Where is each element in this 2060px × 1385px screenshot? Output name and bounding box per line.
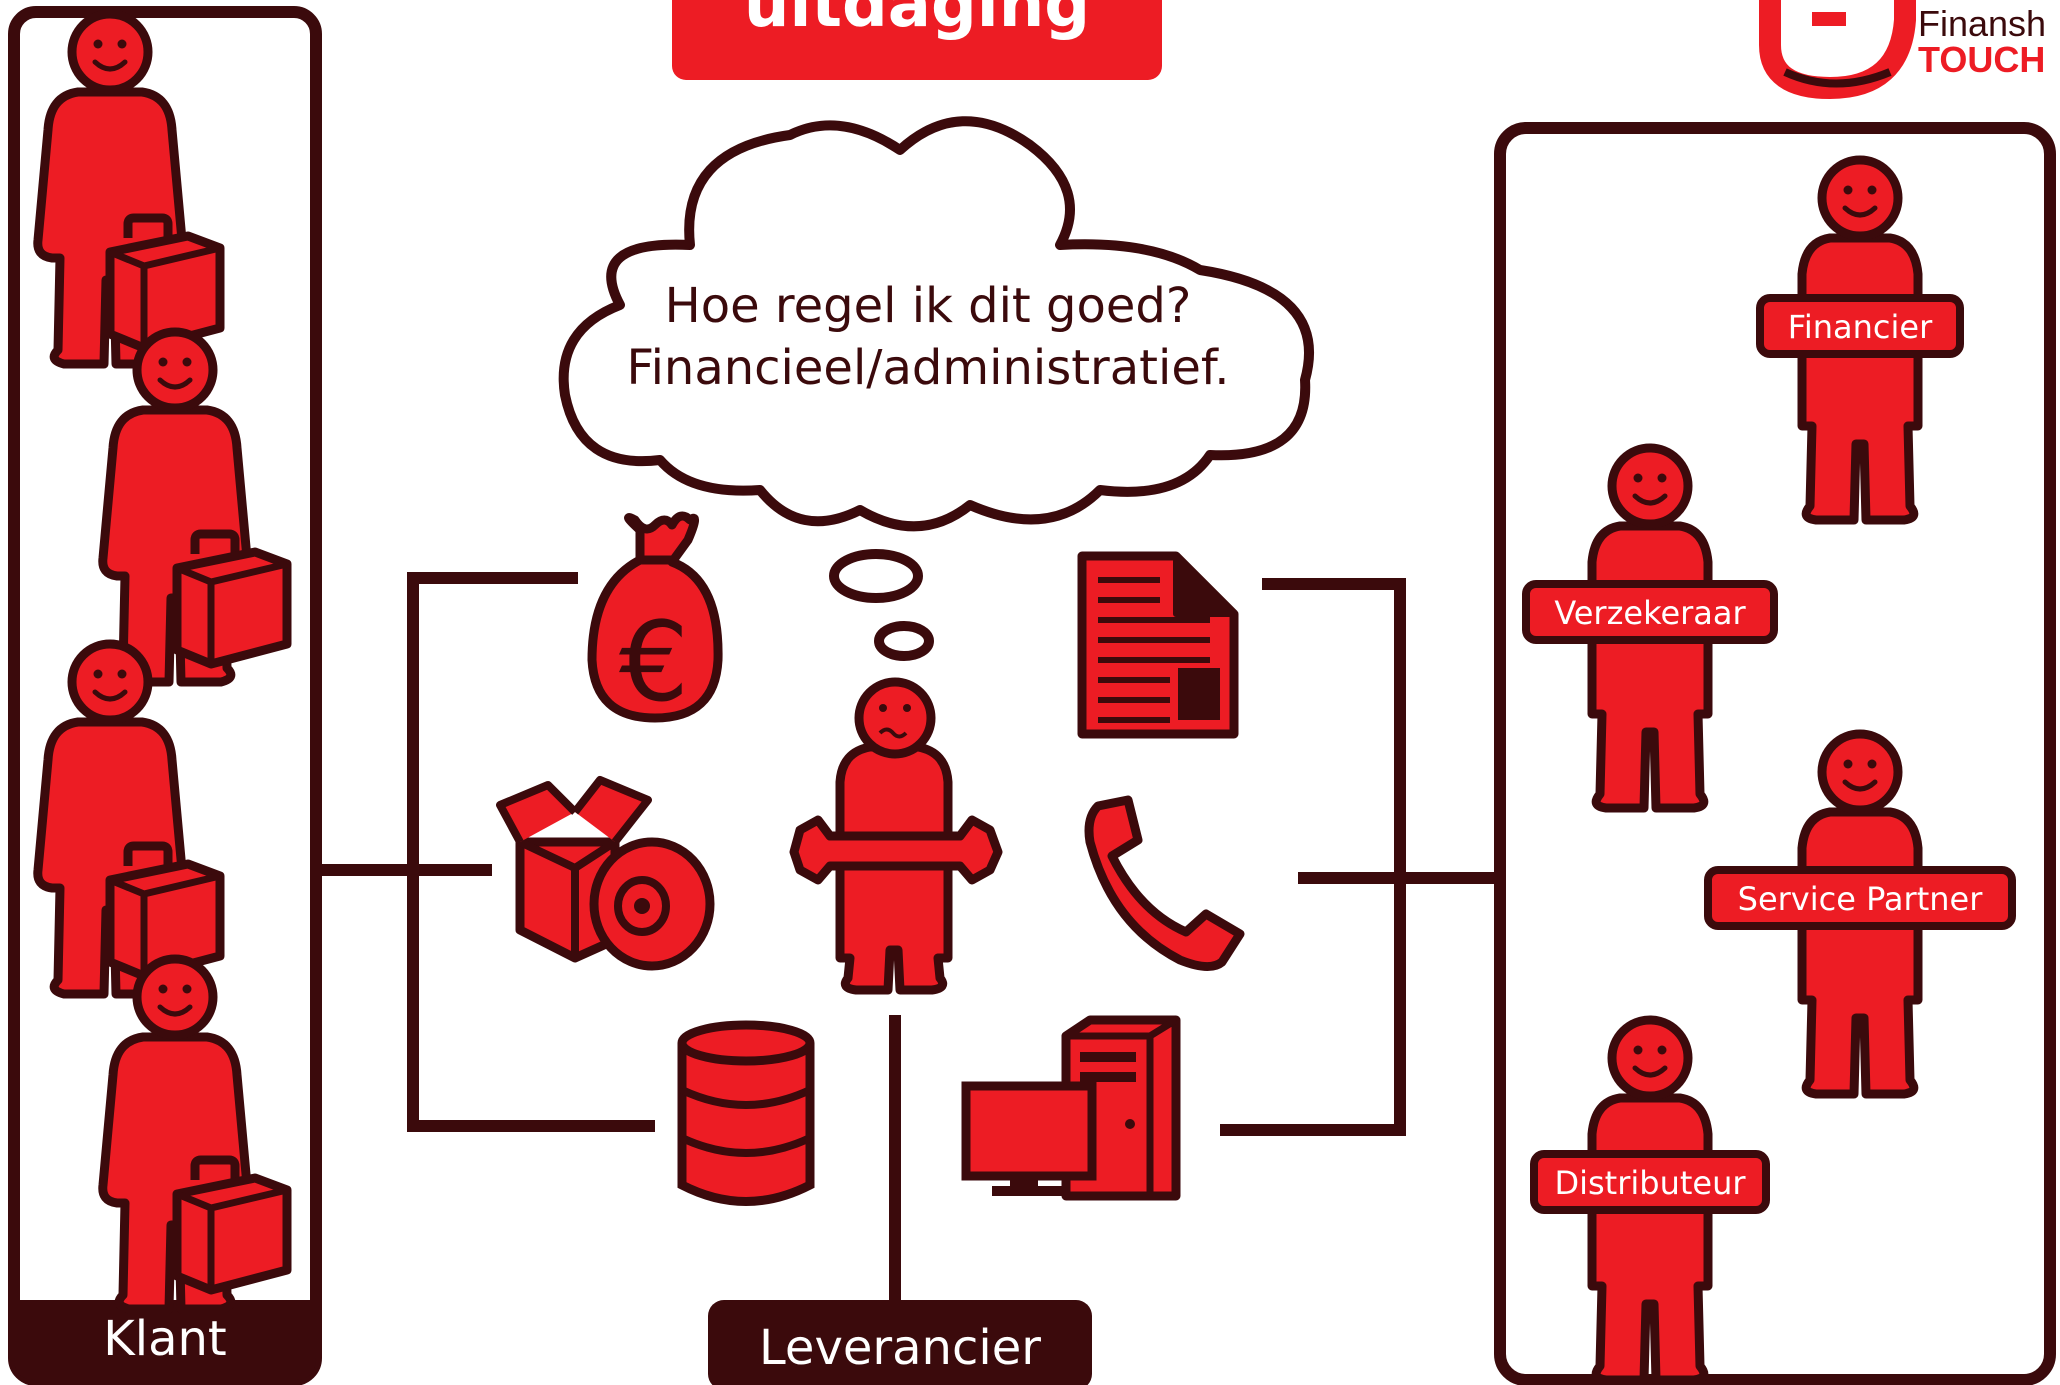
box-disc-icon: [496, 776, 715, 971]
thought-bubble-small: [874, 621, 934, 661]
document-fold: [1173, 556, 1234, 617]
logo-arc: [1783, 68, 1892, 88]
briefcase-icon: [177, 534, 287, 664]
disc-ring: [614, 876, 670, 936]
worker-worried-mouth: [878, 727, 908, 739]
briefcase-icon: [110, 218, 220, 348]
partner-service-partner: Service Partner: [1704, 734, 2016, 1094]
worker-head: [854, 677, 936, 759]
worker-wrench-icon: [789, 677, 1003, 995]
thought-bubble-large: [829, 549, 923, 603]
partner-distributeur: Distributeur: [1530, 1020, 1770, 1380]
wrench-icon: [789, 815, 1003, 885]
box-flap-left: [496, 781, 578, 844]
document-icon: [1077, 551, 1239, 739]
worker-eye-right: [903, 704, 911, 712]
logo-ring: [1759, 0, 1916, 100]
title-banner-text: uitdaging: [744, 0, 1090, 42]
computer-monitor-base: [992, 1186, 1068, 1196]
computer-power-led: [1125, 1119, 1135, 1129]
computer-drive-2: [1080, 1072, 1136, 1082]
leverancier-label-bg: [708, 1300, 1092, 1385]
disc-hole: [634, 898, 650, 914]
euro-icon: €: [619, 598, 689, 726]
logo-bar: [1812, 12, 1846, 26]
box-body: [515, 837, 620, 963]
connector-left-bracket: [407, 572, 655, 1132]
brand-logo: Finansh TOUCH: [1759, 0, 2046, 100]
klant-label: Klant: [103, 1311, 226, 1367]
partner-verzekeraar-label: Verzekeraar: [1554, 594, 1746, 632]
disc-shape: [589, 837, 715, 971]
klant-label-bg: [14, 1300, 316, 1380]
partner-sign-bg: [1756, 294, 1964, 358]
title-banner: uitdaging: [672, 0, 1162, 80]
partner-financier-label: Financier: [1788, 308, 1933, 346]
database-body: [677, 1043, 815, 1206]
database-ring-2: [680, 1134, 812, 1157]
database-ring-1: [680, 1086, 812, 1109]
leverancier-label: Leverancier: [759, 1320, 1041, 1376]
computer-icon: [961, 1015, 1181, 1201]
computer-drive-1: [1080, 1052, 1136, 1062]
logo-name-line2: TOUCH: [1918, 39, 2045, 80]
partner-financier: Financier: [1756, 160, 1964, 520]
document-lines: [1098, 577, 1210, 723]
worker-eye-left: [879, 704, 887, 712]
money-bag-icon: €: [587, 511, 723, 726]
thought-line-2: Financieel/administratief.: [626, 340, 1229, 396]
title-banner-bg: [672, 0, 1162, 80]
partner-sign-bg: [1704, 866, 2016, 930]
connectors: [322, 572, 1500, 1310]
klant-panel: Klant: [8, 6, 322, 1385]
partner-sign-bg: [1522, 580, 1778, 644]
partners-panel: Financier Verzekeraar Service Partner Di…: [1494, 122, 2056, 1385]
thought-cloud: Hoe regel ik dit goed? Financieel/admini…: [558, 116, 1314, 661]
partner-service-partner-label: Service Partner: [1738, 880, 1984, 918]
partner-verzekeraar: Verzekeraar: [1522, 448, 1778, 808]
computer-monitor: [961, 1081, 1097, 1181]
leverancier-label-group: Leverancier: [708, 1300, 1092, 1385]
database-top: [677, 1020, 815, 1066]
connector-right-bracket: [1220, 578, 1406, 1136]
partner-sign-bg: [1530, 1150, 1770, 1214]
box-flap-right: [571, 776, 652, 845]
cloud-shape: [558, 116, 1314, 532]
phone-handset: [1084, 795, 1245, 971]
document-image-block: [1178, 668, 1220, 720]
logo-name-line1: Finansh: [1918, 3, 2046, 44]
briefcase-icon: [177, 1160, 287, 1290]
database-icon: [677, 1020, 815, 1206]
partner-distributeur-label: Distributeur: [1554, 1164, 1746, 1202]
thought-line-1: Hoe regel ik dit goed?: [665, 278, 1192, 334]
money-bag-shape: [587, 511, 723, 723]
phone-icon: [1084, 795, 1245, 971]
